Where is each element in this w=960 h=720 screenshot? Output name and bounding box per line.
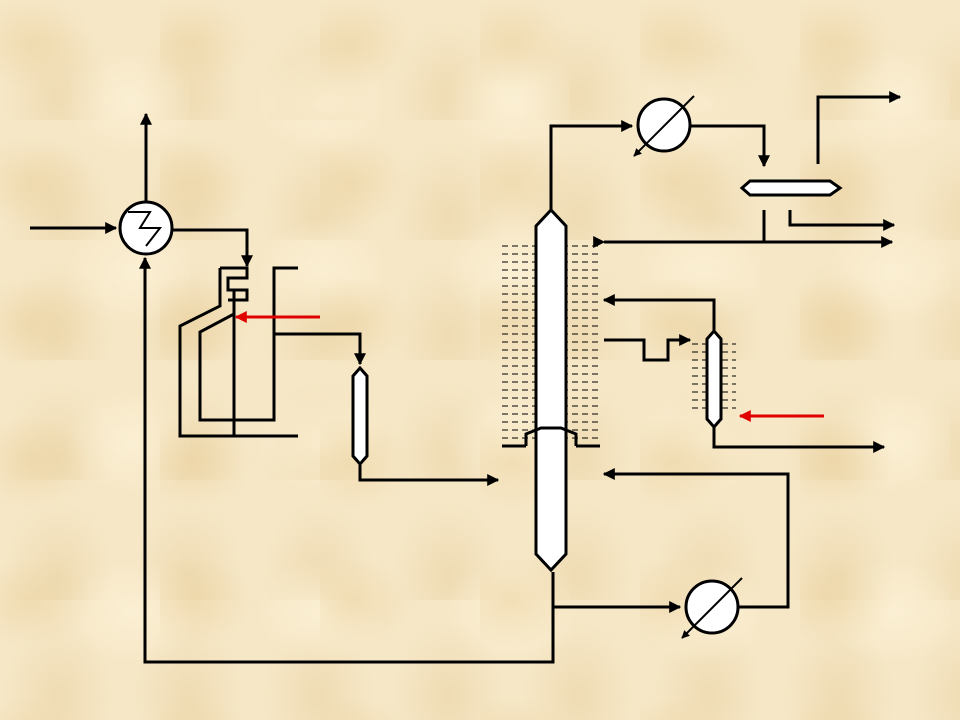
overhead-condenser xyxy=(633,95,695,157)
reactor-outlet-line xyxy=(274,332,366,366)
column-overhead-line xyxy=(549,120,634,210)
reflux-drum xyxy=(739,179,843,197)
offgas-line xyxy=(816,91,902,164)
stripper-vapor-return-line xyxy=(602,294,716,332)
bottoms-cooler xyxy=(681,577,743,639)
cooler-return-line xyxy=(602,468,790,609)
separator xyxy=(351,365,369,467)
separator-outlet-line xyxy=(358,464,500,486)
heat-exchanger-outlet-line xyxy=(172,228,253,268)
heat-exchanger-icon xyxy=(128,211,163,247)
cooler-icon xyxy=(681,577,743,639)
feed-heat-exchanger xyxy=(118,200,174,256)
condenser-outlet-line xyxy=(690,124,770,168)
stripper-product-line xyxy=(712,427,886,453)
side-draw-line xyxy=(604,334,692,362)
cooler-icon xyxy=(633,95,695,157)
reflux-drum-water-line xyxy=(788,210,896,231)
reactor xyxy=(178,266,298,438)
reflux-drum-liquid-line xyxy=(593,210,894,248)
side-stripper xyxy=(705,328,723,430)
bottoms-return-line xyxy=(139,256,555,664)
